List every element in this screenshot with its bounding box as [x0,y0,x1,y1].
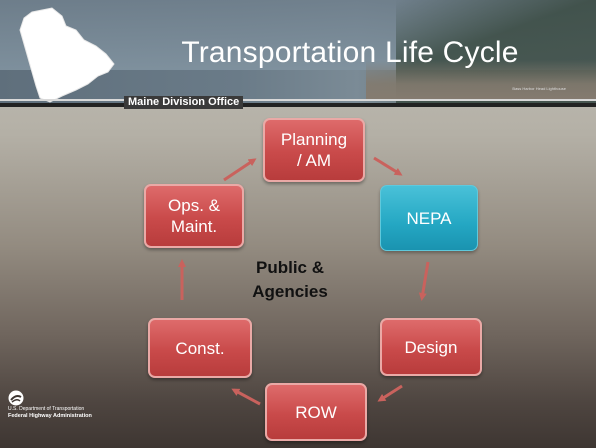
center-label-line1: Public & [255,258,324,277]
slide-title: Transportation Life Cycle [181,36,519,69]
node-ops: Ops. & Maint. [144,184,244,248]
node-ops-line2: Maint. [170,217,218,236]
arrow-design-to-row [377,384,403,402]
node-planning-line1: Planning [280,130,348,149]
node-const: Const. [148,318,252,378]
office-band [0,103,596,107]
node-nepa: NEPA [380,185,478,251]
arrow-planning-to-nepa [373,156,403,176]
arrow-row-to-const [231,388,261,406]
node-planning-line2: / AM [296,151,331,170]
header-banner: Bass Harbor Head Lighthouse [0,0,596,106]
center-label: Public & Agencies [230,256,350,304]
node-planning: Planning / AM [263,118,365,182]
footer-agency: Federal Highway Administration [8,413,92,419]
node-const-label: Const. [175,338,225,358]
center-label-line2: Agencies [252,282,328,301]
footer-dept: U.S. Department of Transportation [8,406,85,412]
node-row-label: ROW [295,402,337,422]
office-label: Maine Division Office [124,96,244,109]
footer: U.S. Department of Transportation Federa… [8,406,92,420]
arrow-ops-to-planning [223,158,257,182]
maine-state-icon [19,7,115,103]
node-design-label: Design [404,337,458,357]
photo-credit: Bass Harbor Head Lighthouse [512,86,566,91]
node-nepa-label: NEPA [406,208,452,228]
header-divider [0,99,596,101]
usdot-logo-icon [8,390,24,406]
arrow-nepa-to-design [418,261,430,301]
header-rocks [366,60,596,100]
node-design: Design [380,318,482,376]
node-row: ROW [265,383,367,441]
node-ops-line1: Ops. & [168,196,220,215]
